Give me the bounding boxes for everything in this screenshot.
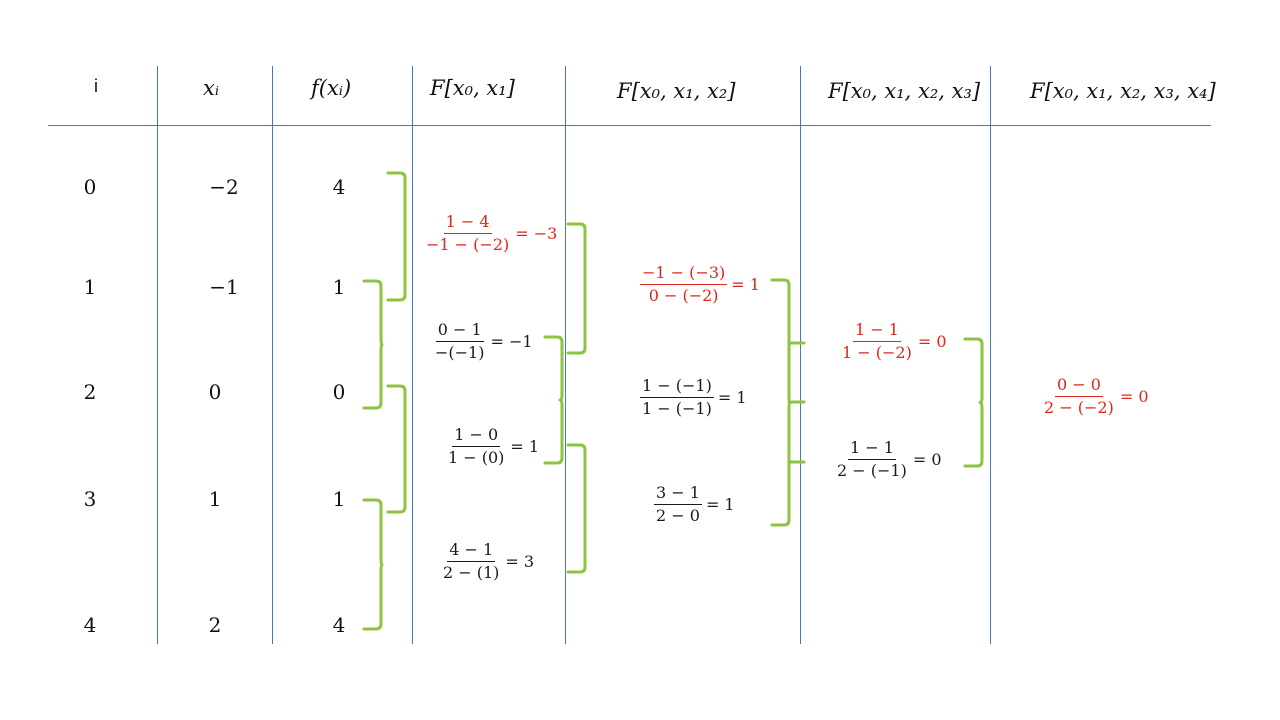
first-difference-0: 1 − 4−1 − (−2) = −3: [424, 213, 557, 254]
header-i: i: [94, 76, 98, 96]
fraction-numerator: 1 − 0: [452, 426, 501, 447]
fraction-numerator: 3 − 1: [654, 484, 702, 505]
row-2-fx: 0: [332, 380, 346, 404]
header-first-difference: F[x₀, x₁]: [430, 76, 515, 100]
brace-fx-2-3: [386, 384, 407, 514]
fraction-denominator: 2 − 0: [656, 506, 700, 525]
brace-first-1-2: [543, 335, 564, 465]
fraction-numerator: 1 − 1: [852, 321, 901, 342]
row-1-x: −1: [209, 275, 239, 299]
brace-first-0-1: [566, 222, 587, 355]
column-divider-4: [565, 66, 566, 644]
row-0-i: 0: [83, 175, 97, 199]
fraction-result: = 1: [731, 275, 760, 294]
fraction-result: = 3: [505, 552, 535, 571]
fraction-denominator: −1 − (−2): [426, 235, 510, 254]
column-divider-2: [272, 66, 273, 644]
second-difference-0: −1 − (−3)0 − (−2) = 1: [640, 264, 760, 305]
fraction-denominator: 1 − (0): [448, 448, 505, 467]
fraction-result: = 0: [1119, 387, 1149, 406]
row-0-fx: 4: [332, 175, 346, 199]
column-divider-3: [412, 66, 413, 644]
fraction-numerator: 0 − 1: [435, 321, 484, 342]
fraction-denominator: 1 − (−2): [842, 343, 912, 362]
fraction-denominator: 0 − (−2): [648, 286, 719, 305]
row-0-x: −2: [209, 175, 239, 199]
column-divider-5: [800, 66, 801, 644]
fraction-denominator: 2 − (−2): [1044, 398, 1114, 417]
fraction-numerator: 1 − 4: [443, 213, 492, 234]
column-divider-6: [990, 66, 991, 644]
column-divider-1: [157, 66, 158, 644]
fraction-result: = 0: [912, 450, 942, 469]
fraction-denominator: 1 − (−1): [642, 399, 712, 418]
fraction-numerator: 1 − (−1): [640, 377, 714, 398]
second-difference-1: 1 − (−1)1 − (−1)= 1: [640, 377, 747, 418]
fraction-numerator: 1 − 1: [847, 439, 896, 460]
fraction-result: = −1: [490, 332, 533, 351]
first-difference-1: 0 − 1−(−1) = −1: [433, 321, 533, 362]
row-4-i: 4: [83, 613, 97, 637]
row-3-x: 1: [208, 487, 222, 511]
row-2-i: 2: [83, 380, 97, 404]
brace-fx-3-4: [362, 498, 384, 631]
brace-second-all: [770, 278, 792, 527]
header-x: xᵢ: [203, 76, 220, 100]
brace-fx-0-1: [386, 171, 407, 302]
header-divider: [48, 125, 1211, 126]
fraction-numerator: 0 − 0: [1054, 376, 1103, 397]
fraction-result: = 1: [705, 495, 735, 514]
fraction-result: = −3: [515, 224, 558, 243]
fraction-result: = 0: [917, 332, 947, 351]
fraction-result: = 1: [510, 437, 540, 456]
fraction-numerator: 4 − 1: [447, 541, 496, 562]
fraction-denominator: 2 − (1): [443, 563, 500, 582]
row-4-x: 2: [208, 613, 222, 637]
header-fourth-difference: F[x₀, x₁, x₂, x₃, x₄]: [1030, 79, 1216, 103]
fraction-result: = 1: [717, 388, 747, 407]
row-3-fx: 1: [332, 487, 346, 511]
row-2-x: 0: [208, 380, 222, 404]
row-4-fx: 4: [332, 613, 346, 637]
header-fx: f(xᵢ): [311, 76, 352, 100]
row-3-i: 3: [83, 487, 97, 511]
fraction-denominator: 2 − (−1): [837, 461, 907, 480]
header-second-difference: F[x₀, x₁, x₂]: [617, 79, 736, 103]
fraction-numerator: −1 − (−3): [640, 264, 728, 285]
fraction-denominator: −(−1): [435, 343, 485, 362]
brace-first-2-3: [566, 443, 587, 574]
brace-fx-1-2: [362, 279, 384, 410]
row-1-fx: 1: [332, 275, 346, 299]
brace-third-0-1: [963, 337, 984, 468]
row-1-i: 1: [83, 275, 97, 299]
header-third-difference: F[x₀, x₁, x₂, x₃]: [828, 79, 981, 103]
